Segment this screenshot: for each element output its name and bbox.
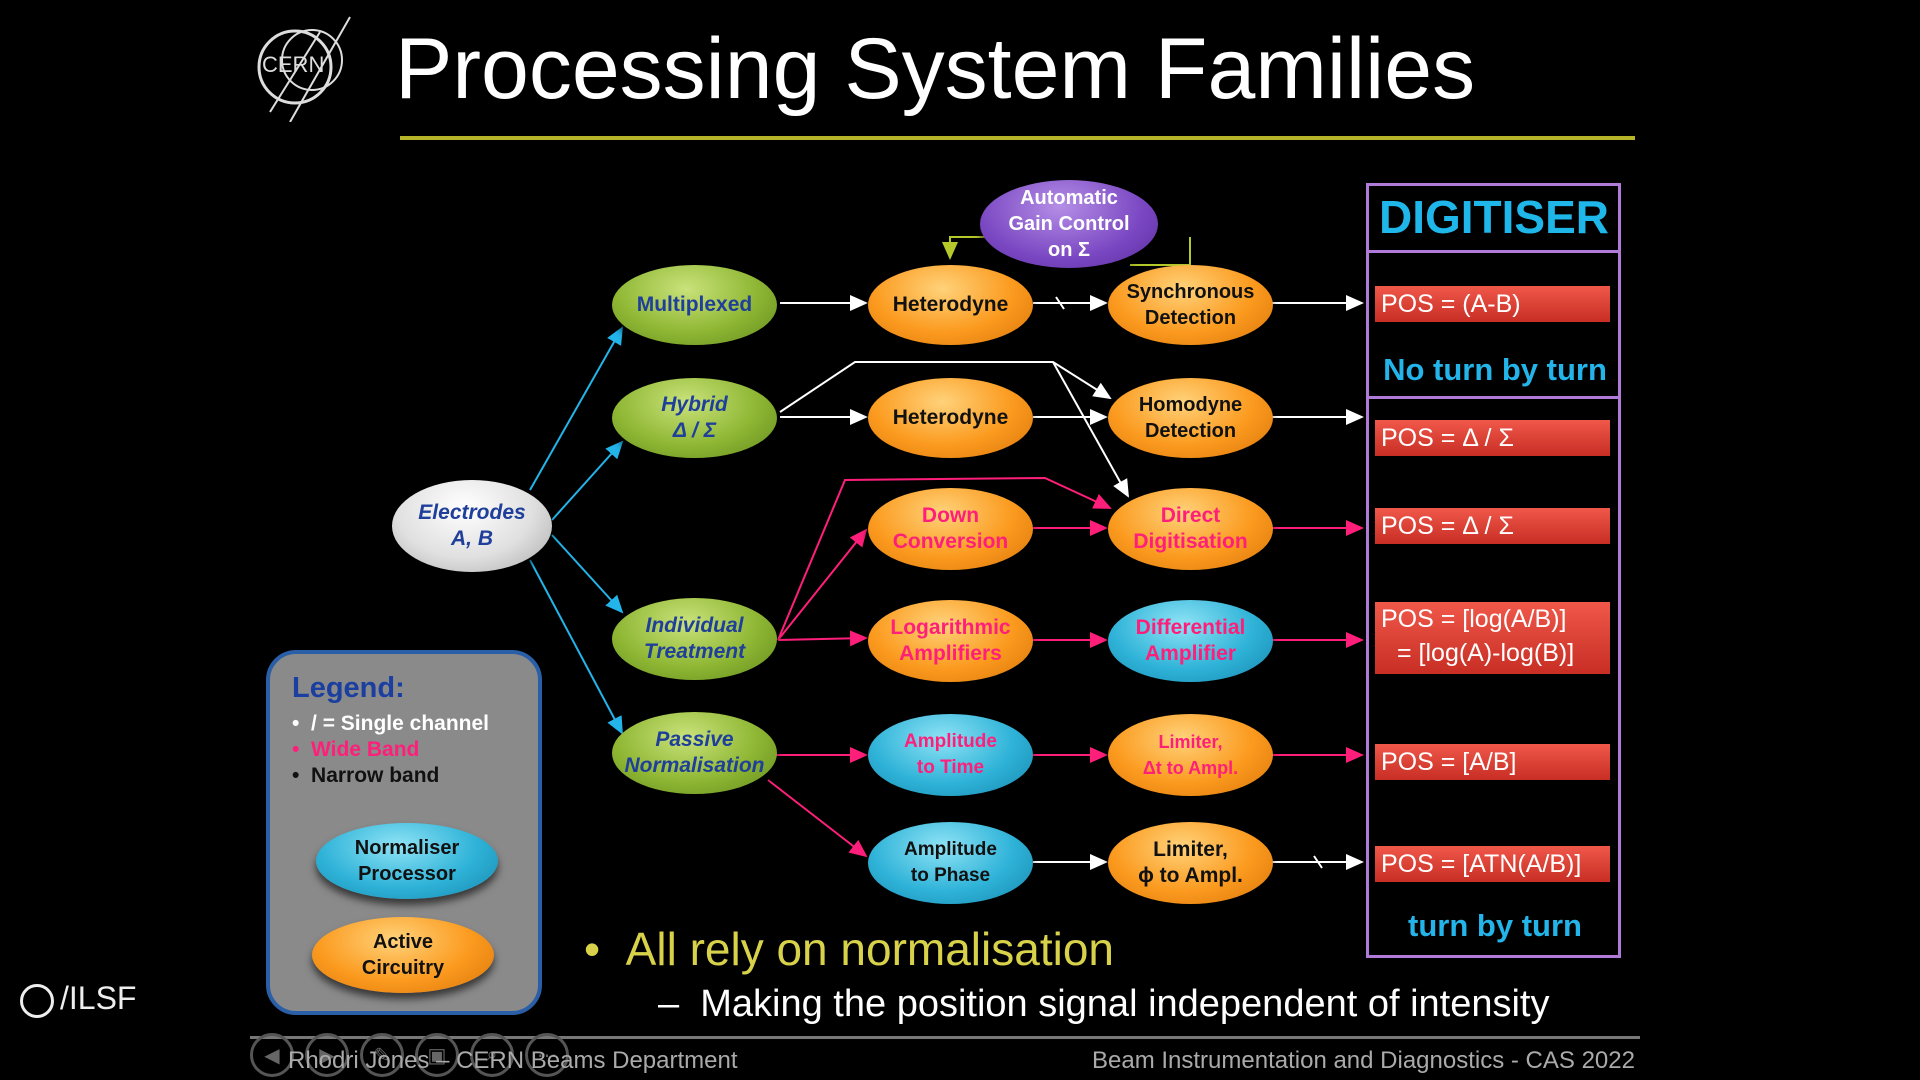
bullet-main: • All rely on normalisation	[584, 923, 1114, 975]
digitiser-divider	[1366, 396, 1621, 399]
pos-formula-2: POS = Δ / Σ	[1375, 420, 1610, 456]
ilsf-watermark-text: /ILSF	[60, 980, 137, 1016]
nav-slides-button[interactable]: ▣	[415, 1033, 459, 1077]
node-synchronous-detection: Synchronous Detection	[1108, 265, 1273, 345]
ilsf-watermark: /ILSF	[20, 980, 136, 1018]
node-homodyne-detection: Homodyne Detection	[1108, 378, 1273, 458]
legend-title: Legend:	[292, 672, 405, 704]
node-hybrid: Hybrid Δ / Σ	[612, 378, 777, 458]
node-amplitude-to-phase: Amplitude to Phase	[868, 822, 1033, 904]
pos-formula-6: POS = [ATN(A/B)]	[1375, 846, 1610, 882]
cern-logo: CERN	[257, 16, 351, 122]
nav-next-button[interactable]: ▶	[305, 1033, 349, 1077]
digitiser-box	[1366, 183, 1621, 958]
turn-by-turn-label: turn by turn	[1408, 908, 1582, 943]
bullet-main-text: All rely on normalisation	[625, 923, 1114, 975]
node-agc: Automatic Gain Control on Σ	[980, 180, 1158, 268]
node-heterodyne-1: Heterodyne	[868, 265, 1033, 345]
bullet-sub: – Making the position signal independent…	[658, 983, 1550, 1025]
pos-formula-4: POS = [log(A/B)] = [log(A)-log(B)]	[1375, 602, 1610, 674]
no-turn-by-turn-label: No turn by turn	[1383, 352, 1607, 387]
node-limiter-phi: Limiter, ϕ to Ampl.	[1108, 822, 1273, 904]
nav-more-button[interactable]: ⋯	[525, 1033, 569, 1077]
legend-item-single-channel-text: / = Single channel	[311, 712, 489, 735]
node-down-conversion: Down Conversion	[868, 488, 1033, 570]
node-differential-amplifier: Differential Amplifier	[1108, 600, 1273, 682]
legend-item-narrow-band: • Narrow band	[292, 764, 440, 787]
slide-title: Processing System Families	[395, 21, 1476, 117]
pos-formula-4-line2: = [log(A)-log(B)]	[1397, 639, 1575, 667]
legend-item-wide-band: • Wide Band	[292, 738, 420, 761]
node-log-amplifiers: Logarithmic Amplifiers	[868, 600, 1033, 682]
footer-right: Beam Instrumentation and Diagnostics - C…	[1092, 1047, 1635, 1074]
node-heterodyne-2: Heterodyne	[868, 378, 1033, 458]
legend-item-single-channel: • / = Single channel	[292, 712, 489, 735]
cern-logo-text: CERN	[262, 52, 324, 77]
pos-formula-3: POS = Δ / Σ	[1375, 508, 1610, 544]
node-multiplexed: Multiplexed	[612, 265, 777, 345]
legend-item-narrow-band-text: Narrow band	[311, 764, 440, 787]
footer-left: Rhodri Jones – CERN Beams Department	[288, 1047, 738, 1074]
pos-formula-4-line1: POS = [log(A/B)]	[1381, 605, 1567, 633]
nav-prev-button[interactable]: ◀	[250, 1033, 294, 1077]
nav-pen-button[interactable]: ✎	[360, 1033, 404, 1077]
digitiser-title: DIGITISER	[1378, 191, 1610, 243]
node-direct-digitisation: Direct Digitisation	[1108, 488, 1273, 570]
bullet-sub-text: Making the position signal independent o…	[700, 983, 1550, 1025]
electrode-arrows	[529, 326, 624, 735]
legend-item-wide-band-text: Wide Band	[311, 738, 420, 761]
node-limiter-dt: Limiter, Δt to Ampl.	[1108, 714, 1273, 796]
node-amplitude-to-time: Amplitude to Time	[868, 714, 1033, 796]
nav-zoom-button[interactable]: ⌕	[470, 1033, 514, 1077]
node-passive-normalisation: Passive Normalisation	[612, 712, 777, 794]
footer-divider	[250, 1036, 1640, 1039]
ilsf-logo-icon	[20, 983, 54, 1018]
legend-normaliser-processor: Normaliser Processor	[316, 823, 498, 899]
node-individual-treatment: Individual Treatment	[612, 598, 777, 680]
digitiser-title-divider	[1366, 250, 1621, 253]
title-divider	[400, 136, 1635, 140]
wide-band-arrows	[767, 476, 1364, 858]
narrow-band-arrows	[779, 295, 1364, 870]
pos-formula-5: POS = [A/B]	[1375, 744, 1610, 780]
pos-formula-1: POS = (A-B)	[1375, 286, 1610, 322]
legend-active-circuitry: Active Circuitry	[312, 917, 494, 993]
node-electrodes: Electrodes A, B	[392, 480, 552, 572]
